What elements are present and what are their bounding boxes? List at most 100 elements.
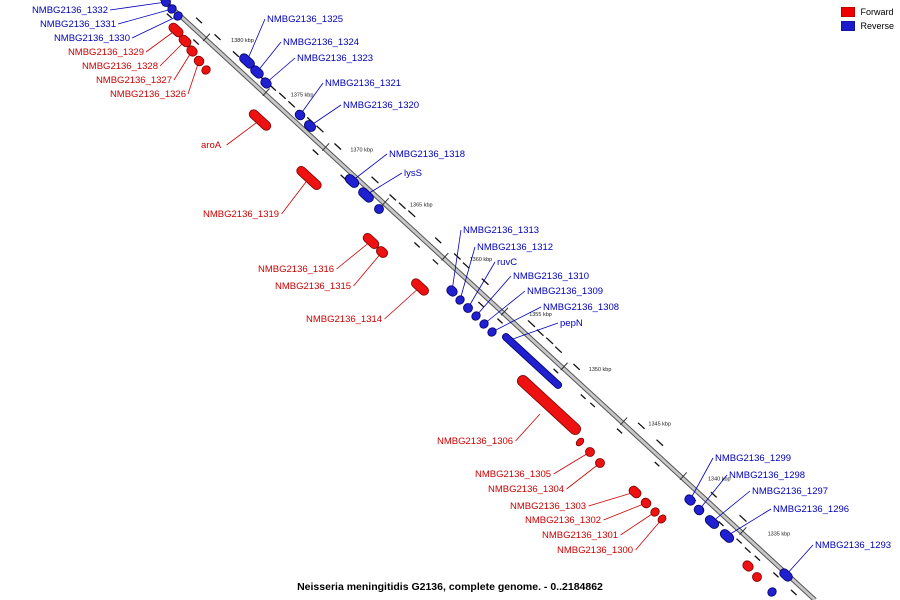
minor-feature-dash [496,318,503,324]
leader-line [785,544,814,576]
gene-glyph-NMBG2136_1310[interactable] [470,310,482,322]
gene-glyph-NMBG2136_1298[interactable] [692,503,705,516]
gene-glyph-ruvC[interactable] [462,302,475,315]
tick-mark [381,197,390,206]
gene-glyph-NMBG2136_1296[interactable] [718,528,735,545]
leader-line [509,322,559,341]
tick-mark [262,88,270,97]
gene-glyph-NMBG2136_1314[interactable] [410,277,431,297]
minor-feature-dash [744,547,752,554]
gene-label-lysS: lysS [404,168,422,179]
gene-label-NMBG2136_1304: NMBG2136_1304 [488,484,564,495]
minor-feature-dash [656,439,664,447]
tick-label: 1335 kbp [768,531,791,537]
gene-label-NMBG2136_1297: NMBG2136_1297 [752,486,828,497]
minor-feature-dash [477,301,485,308]
tick-label: 1380 kbp [231,38,254,44]
gene-label-NMBG2136_1300: NMBG2136_1300 [557,545,633,556]
gene-glyph-NMBG2136_1312[interactable] [454,294,466,306]
gene-glyph-unlabeled[interactable] [373,203,386,216]
gene-glyph-lysS[interactable] [357,186,376,204]
gene-glyph-NMBG2136_1318[interactable] [343,173,360,190]
leader-line [187,60,200,95]
leader-line [226,119,261,146]
gene-glyph-pepN[interactable] [501,332,563,390]
gene-glyph-unlabeled[interactable] [766,586,778,598]
gene-glyph-NMBG2136_1330[interactable] [172,10,184,22]
gene-glyph-NMBG2136_1304[interactable] [594,457,607,470]
gene-label-NMBG2136_1306: NMBG2136_1306 [437,436,513,447]
gene-label-NMBG2136_1331: NMBG2136_1331 [40,19,116,30]
leader-line [726,508,772,537]
minor-feature-dash [371,176,379,184]
gene-glyph-NMBG2136_1319[interactable] [295,165,323,192]
leader-line [336,240,372,270]
gene-glyph-NMBG2136_1332[interactable] [160,0,173,8]
minor-feature-dash [434,237,442,244]
gene-glyph-NMBG2136_1308[interactable] [486,326,498,338]
leader-line [603,502,647,521]
gene-label-NMBG2136_1324: NMBG2136_1324 [283,37,359,48]
tick-label: 1360 kbp [470,257,493,263]
gene-glyph-NMBG2136_1309[interactable] [478,318,490,330]
leader-line [365,172,403,196]
tick-mark [500,307,509,316]
minor-feature-dash [214,33,221,41]
gene-label-NMBG2136_1327: NMBG2136_1327 [96,75,172,86]
gene-glyph-NMBG2136_1320[interactable] [303,119,318,134]
gene-glyph-NMBG2136_1324[interactable] [249,64,265,80]
minor-feature-dash [166,13,173,19]
gene-label-NMBG2136_1314: NMBG2136_1314 [306,314,382,325]
leader-line [281,177,310,215]
leader-line [588,491,636,507]
gene-glyph-NMBG2136_1321[interactable] [293,108,306,121]
gene-label-NMBG2136_1309: NMBG2136_1309 [527,286,603,297]
gene-glyph-unlabeled[interactable] [741,559,755,573]
minor-feature-dash [413,242,421,248]
gene-glyph-NMBG2136_1299[interactable] [683,493,697,507]
minor-feature-dash [637,422,646,430]
minor-feature-dash [312,149,319,156]
minor-feature-dash [192,39,200,46]
leader-line [467,261,496,309]
leader-line [475,275,512,317]
gene-label-NMBG2136_1293: NMBG2136_1293 [815,540,891,551]
gene-glyph-NMBG2136_1300[interactable] [656,513,667,524]
gene-glyph-NMBG2136_1328[interactable] [177,33,193,48]
gene-glyph-NMBG2136_1313[interactable] [445,284,459,298]
minor-feature-dash [553,368,559,374]
gene-label-NMBG2136_1301: NMBG2136_1301 [542,530,618,541]
gene-glyph-NMBG2136_1305[interactable] [584,446,597,459]
reverse-strand-swatch-icon [841,21,856,31]
forward-strand-swatch-icon [841,7,856,17]
minor-feature-dash [389,194,397,201]
gene-glyph-NMBG2136_1327[interactable] [185,44,199,58]
gene-glyph-NMBG2136_1302[interactable] [639,496,652,509]
tick-label: 1340 kbp [708,477,731,483]
gene-glyph-NMBG2136_1326[interactable] [192,54,205,67]
gene-glyph-NMBG2136_1297[interactable] [703,514,720,531]
minor-feature-dash [718,521,724,527]
minor-feature-dash [772,572,779,578]
gene-glyph-unlabeled[interactable] [200,64,212,76]
leader-line [351,153,388,182]
gene-glyph-aroA[interactable] [247,108,272,132]
leader-line [265,57,296,84]
gene-label-NMBG2136_1328: NMBG2136_1328 [82,61,158,72]
gene-label-NMBG2136_1299: NMBG2136_1299 [715,453,791,464]
gene-glyph-NMBG2136_1315[interactable] [375,245,390,260]
genome-axis-rail-0 [165,0,817,599]
gene-glyph-NMBG2136_1331[interactable] [166,3,178,15]
gene-glyph-unlabeled[interactable] [575,437,586,448]
gene-glyph-NMBG2136_1323[interactable] [259,76,273,90]
gene-glyph-NMBG2136_1303[interactable] [627,484,643,499]
gene-glyph-NMBG2136_1293[interactable] [778,567,794,583]
gene-glyph-NMBG2136_1301[interactable] [649,506,661,518]
gene-glyph-NMBG2136_1316[interactable] [361,232,380,251]
minor-feature-dash [616,428,623,434]
gene-glyph-unlabeled[interactable] [751,571,764,584]
gene-glyph-NMBG2136_1306[interactable] [515,373,583,437]
gene-label-NMBG2136_1302: NMBG2136_1302 [525,515,601,526]
